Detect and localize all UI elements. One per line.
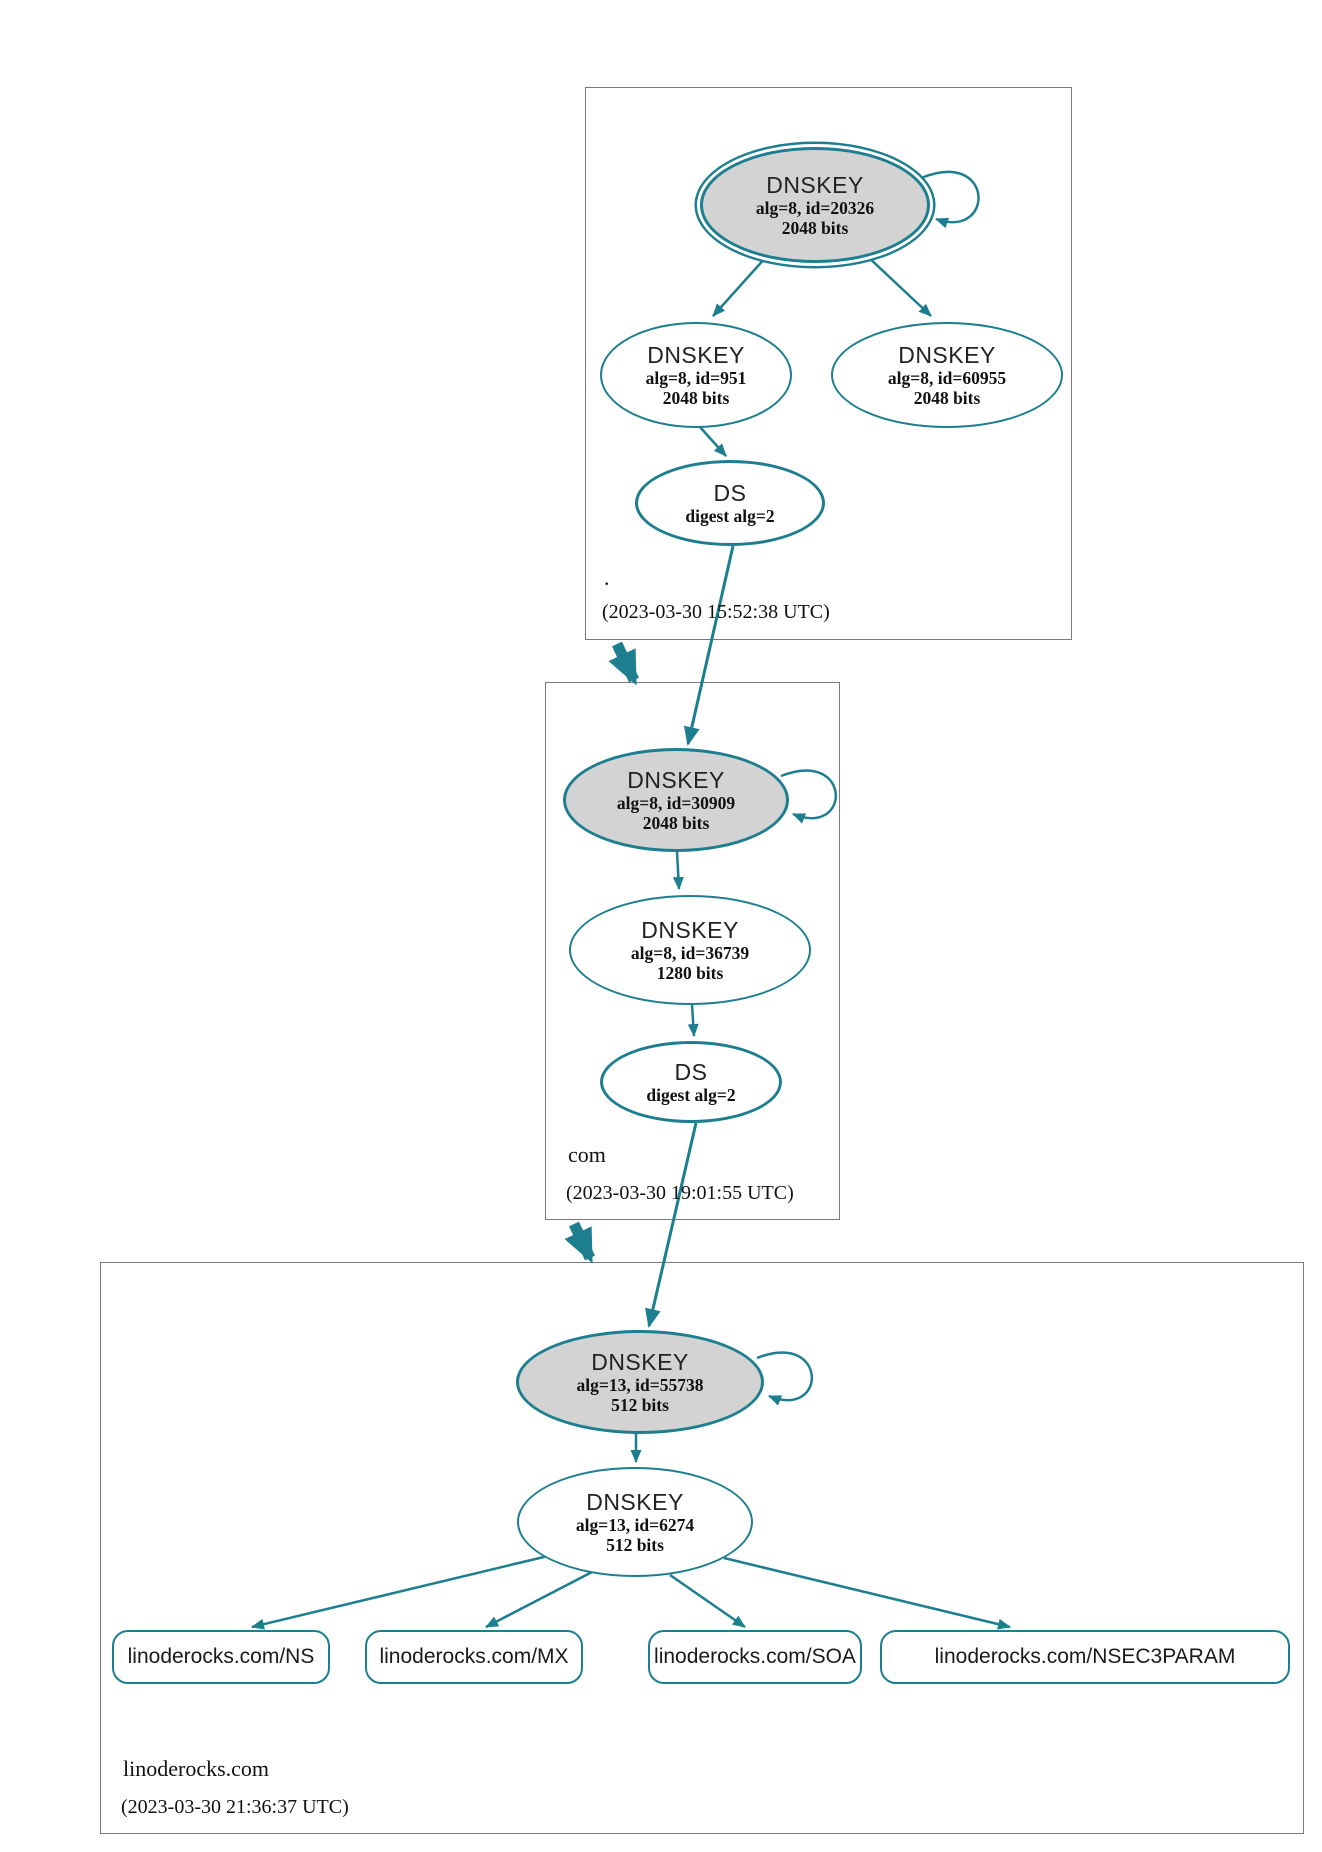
zone-name-linoderocks: linoderocks.com	[123, 1756, 270, 1781]
ds-node-root[interactable]: DS digest alg=2	[635, 460, 825, 546]
dnskey-node-linoderocks-ksk[interactable]: DNSKEY alg=13, id=55738 512 bits	[516, 1330, 764, 1434]
rrsig-edge-6274-to-mx	[485, 1570, 593, 1629]
zone-box-root	[585, 87, 1072, 640]
dnskey-node-root-zsk-60955[interactable]: DNSKEY alg=8, id=60955 2048 bits	[831, 322, 1063, 428]
zone-box-linoderocks	[100, 1262, 1304, 1834]
zone-timestamp-root: (2023-03-30 15:52:38 UTC)	[602, 601, 830, 623]
rrset-node-mx[interactable]: linoderocks.com/MX	[365, 1630, 583, 1684]
zone-box-com	[545, 682, 840, 1220]
node-detail: 2048 bits	[781, 218, 849, 239]
node-detail: 512 bits	[606, 1535, 664, 1556]
node-detail: alg=8, id=951	[645, 368, 747, 389]
rrsig-edge-20326-to-951	[712, 256, 767, 317]
delegation-arrow-root-to-com	[608, 641, 639, 686]
node-detail: digest alg=2	[646, 1085, 736, 1106]
rrsig-edge-20326-to-60955	[865, 254, 932, 317]
node-detail: alg=8, id=36739	[630, 943, 750, 964]
node-detail: 2048 bits	[913, 388, 981, 409]
ds-node-com[interactable]: DS digest alg=2	[600, 1041, 782, 1123]
self-sign-loop-com-ksk	[780, 769, 837, 824]
zone-timestamp-linoderocks: (2023-03-30 21:36:37 UTC)	[121, 1796, 349, 1818]
dnskey-node-root-ksk[interactable]: DNSKEY alg=8, id=20326 2048 bits	[700, 147, 930, 263]
node-title: DNSKEY	[647, 341, 745, 368]
node-detail: 512 bits	[611, 1395, 669, 1416]
node-detail: alg=8, id=60955	[887, 368, 1007, 389]
node-detail: alg=8, id=20326	[755, 198, 875, 219]
ds-digest-edge-com-to-linoderocks-ksk	[645, 1122, 698, 1328]
zone-name-root: .	[604, 565, 610, 590]
rrset-label: linoderocks.com/NSEC3PARAM	[934, 1645, 1236, 1668]
node-title: DS	[674, 1058, 708, 1085]
rrsig-edge-36739-to-ds	[687, 1004, 699, 1037]
node-detail: 2048 bits	[662, 388, 730, 409]
rrset-label: linoderocks.com/SOA	[654, 1645, 856, 1668]
rrset-node-ns[interactable]: linoderocks.com/NS	[112, 1630, 330, 1684]
node-title: DS	[713, 479, 747, 506]
node-title: DNSKEY	[641, 916, 739, 943]
zone-timestamp-com: (2023-03-30 19:01:55 UTC)	[566, 1182, 794, 1204]
rrset-label: linoderocks.com/NS	[127, 1645, 315, 1668]
zone-name-com: com	[568, 1142, 606, 1167]
rrsig-edge-6274-to-soa	[669, 1573, 746, 1629]
rrsig-edge-951-to-ds	[699, 426, 727, 457]
node-detail: digest alg=2	[685, 506, 775, 527]
node-title: DNSKEY	[898, 341, 996, 368]
node-title: DNSKEY	[586, 1488, 684, 1515]
node-title: DNSKEY	[766, 171, 864, 198]
dnskey-node-com-ksk[interactable]: DNSKEY alg=8, id=30909 2048 bits	[563, 748, 789, 852]
delegation-arrow-com-to-linoderocks	[564, 1221, 595, 1264]
node-title: DNSKEY	[591, 1348, 689, 1375]
node-detail: 1280 bits	[656, 963, 724, 984]
dnskey-node-linoderocks-zsk-6274[interactable]: DNSKEY alg=13, id=6274 512 bits	[517, 1467, 753, 1577]
rrset-node-nsec3param[interactable]: linoderocks.com/NSEC3PARAM	[880, 1630, 1290, 1684]
node-detail: alg=8, id=30909	[616, 793, 736, 814]
node-detail: 2048 bits	[642, 813, 710, 834]
rrsig-edge-30909-to-36739	[672, 851, 684, 890]
self-sign-loop-root-ksk	[920, 170, 980, 229]
rrset-label: linoderocks.com/MX	[379, 1645, 569, 1668]
self-sign-loop-linoderocks-ksk	[756, 1351, 813, 1406]
dnskey-node-com-zsk-36739[interactable]: DNSKEY alg=8, id=36739 1280 bits	[569, 895, 811, 1005]
node-title: DNSKEY	[627, 766, 725, 793]
rrsig-edge-6274-to-ns	[251, 1554, 549, 1630]
node-detail: alg=13, id=55738	[576, 1375, 704, 1396]
rrset-node-soa[interactable]: linoderocks.com/SOA	[648, 1630, 862, 1684]
rrsig-edge-6274-to-nsec3param	[723, 1556, 1011, 1630]
dnskey-node-root-zsk-951[interactable]: DNSKEY alg=8, id=951 2048 bits	[600, 322, 792, 428]
ds-digest-edge-root-to-com-ksk	[683, 545, 735, 746]
node-detail: alg=13, id=6274	[575, 1515, 695, 1536]
